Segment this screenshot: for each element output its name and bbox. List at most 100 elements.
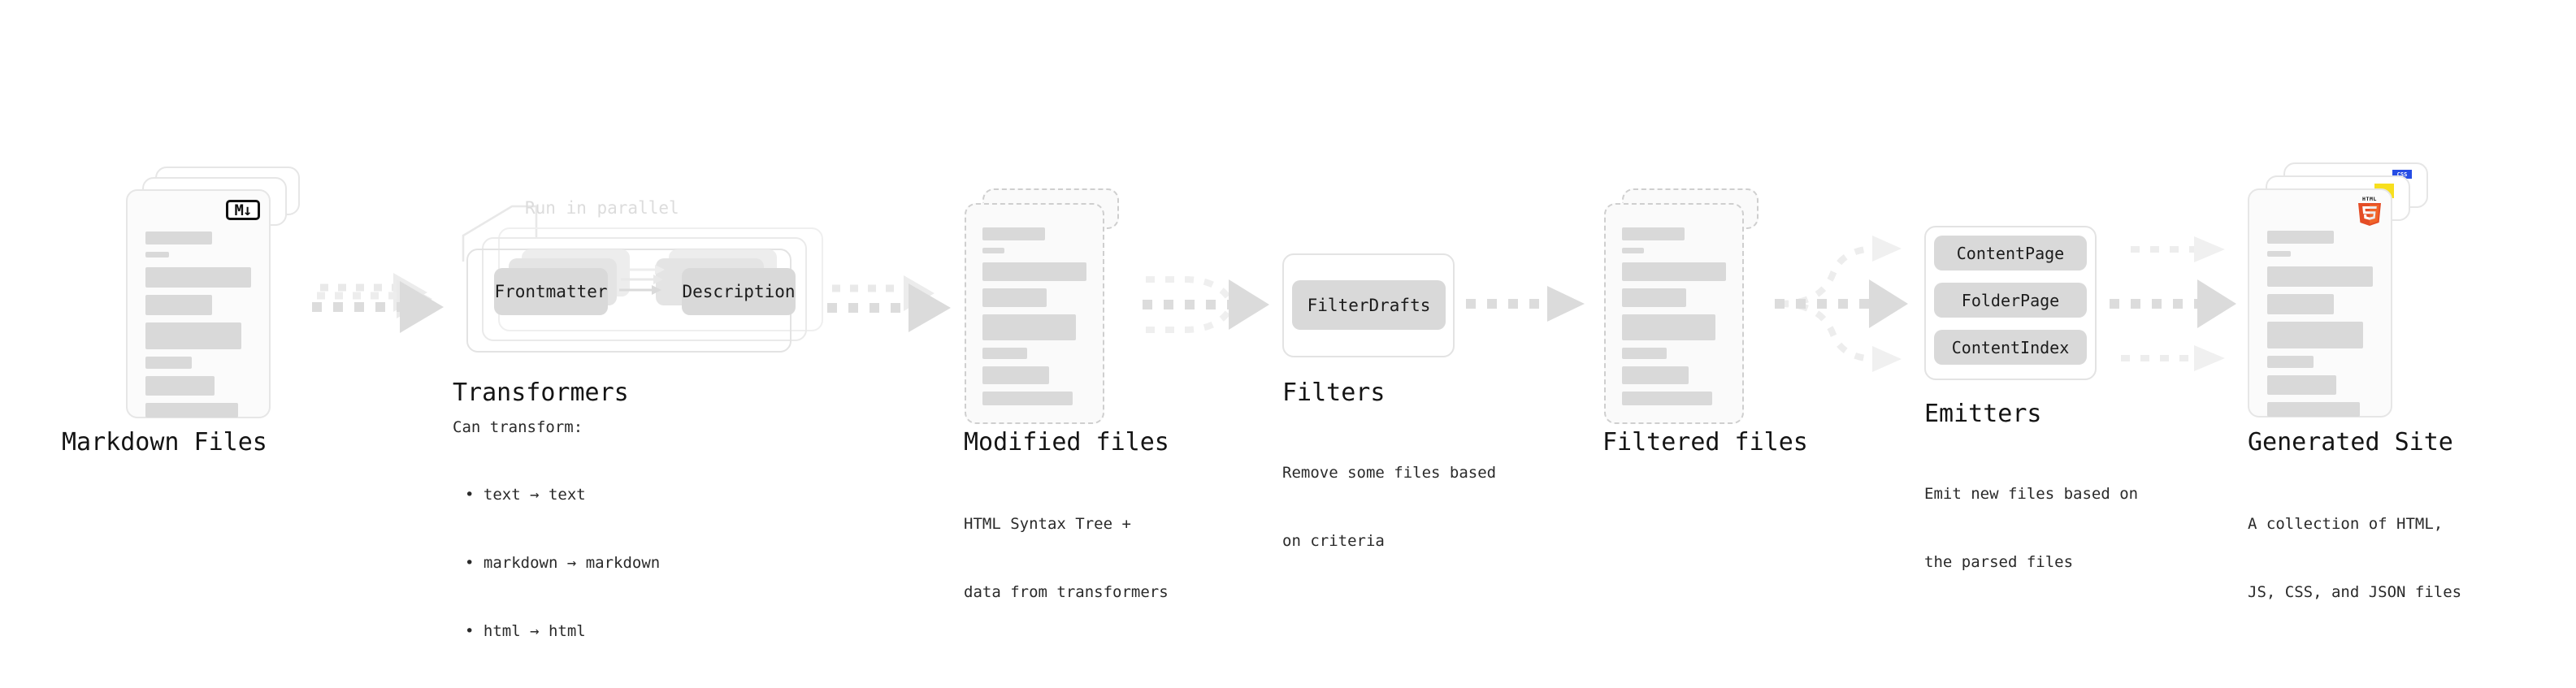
generated-site-sheet-html: HTML [2248,188,2392,418]
skeleton-bar [1622,227,1685,240]
skeleton-bar [145,357,193,369]
skeleton-bar [1622,248,1644,253]
generated-site-subtitle-line-1: JS, CSS, and JSON files [2248,583,2462,601]
emitters-subtitle: Emit new files based on the parsed files [1924,437,2138,619]
filters-subtitle-line-0: Remove some files based [1282,464,1497,482]
emitter-pill-contentpage-label: ContentPage [1956,243,2065,263]
modified-files-subtitle: HTML Syntax Tree + data from transformer… [964,467,1169,649]
skeleton-bar [982,392,1073,405]
markdown-skeleton-bars [145,231,251,425]
markdown-files-title: Markdown Files [62,428,267,457]
arrow-filters-to-filtered [1466,286,1585,322]
skeleton-bar [145,231,212,244]
skeleton-bar [145,267,251,288]
skeleton-bar [2267,375,2336,395]
list-item: • text → text [465,486,586,504]
arrow-markdown-to-transformers [312,273,444,333]
modified-skeleton-bars [982,227,1086,413]
emitter-pill-folderpage[interactable]: FolderPage [1934,283,2087,318]
arrow-filtered-to-emitters [1775,236,1908,372]
modified-files-subtitle-line-1: data from transformers [964,583,1169,601]
skeleton-bar [145,403,239,418]
filtered-files-title: Filtered files [1602,428,1808,457]
skeleton-bar [145,252,169,257]
transformers-group-back1 [482,237,807,341]
transformer-pill-frontmatter[interactable]: Frontmatter [494,268,608,315]
skeleton-bar [982,288,1047,307]
filters-subtitle: Remove some files based on criteria [1282,416,1496,598]
markdown-badge-icon: M↓ [226,200,260,220]
emitter-pill-contentindex[interactable]: ContentIndex [1934,330,2087,365]
skeleton-bar [145,322,242,349]
emitters-subtitle-line-0: Emit new files based on [1924,485,2139,503]
transformer-pill-frontmatter-label: Frontmatter [494,282,608,301]
generated-site-skeleton-bars [2267,231,2373,424]
modified-files-subtitle-line-0: HTML Syntax Tree + [964,515,1131,533]
modified-files-stack [965,188,1143,424]
modified-file-sheet-front [965,203,1104,424]
transformers-subtitle-heading: Can transform: [453,418,583,436]
transformers-title: Transformers [453,379,629,407]
skeleton-bar [2267,231,2334,244]
generated-site-stack: CSS HTML [2248,162,2443,422]
filter-pill-filterdrafts-label: FilterDrafts [1307,295,1431,315]
svg-text:HTML: HTML [2362,196,2377,202]
run-in-parallel-note: Run in parallel [525,198,679,218]
markdown-files-stack: M↓ [126,167,309,418]
emitter-pill-folderpage-label: FolderPage [1961,290,2060,310]
skeleton-bar [1622,392,1713,405]
html5-badge-icon: HTML [2356,195,2383,227]
skeleton-bar [2267,294,2334,314]
skeleton-bar [982,248,1004,253]
filters-subtitle-line-1: on criteria [1282,532,1385,550]
css-badge-icon: CSS [2392,170,2412,179]
modified-files-title: Modified files [964,428,1169,457]
skeleton-bar [2267,251,2291,257]
emitters-subtitle-line-1: the parsed files [1924,553,2074,571]
filtered-files-stack [1604,188,1783,424]
skeleton-bar [982,262,1086,281]
list-item: • markdown → markdown [465,554,661,572]
skeleton-bar [982,366,1049,384]
skeleton-bar [1622,348,1667,359]
skeleton-bar [2267,266,2373,287]
generated-site-subtitle: A collection of HTML, JS, CSS, and JSON … [2248,467,2461,649]
generated-site-subtitle-line-0: A collection of HTML, [2248,515,2444,533]
transformer-pill-description-label: Description [682,282,796,301]
skeleton-bar [982,314,1077,340]
filter-pill-filterdrafts[interactable]: FilterDrafts [1292,280,1446,330]
markdown-badge-label: M [234,201,244,219]
transformers-stack: Frontmatter Description [452,227,842,366]
transformers-bullet-0: text → text [483,486,586,504]
filtered-skeleton-bars [1622,227,1726,413]
generated-site-title: Generated Site [2248,428,2453,457]
transformers-bullet-list: • text → text • markdown → markdown • ht… [465,438,660,688]
css-badge-label: CSS [2396,171,2408,178]
transformer-pill-description[interactable]: Description [682,268,796,315]
emitter-pill-contentpage[interactable]: ContentPage [1934,236,2087,270]
arrow-modified-to-filters [1143,276,1269,333]
skeleton-bar [1622,288,1687,307]
markdown-file-sheet-front: M↓ [126,189,271,418]
skeleton-bar [2267,402,2361,417]
skeleton-bar [2267,356,2314,368]
skeleton-bar [1622,366,1689,384]
transformers-bullet-2: html → html [483,622,586,640]
list-item: • html → html [465,622,586,640]
markdown-badge-arrow-icon: ↓ [243,201,252,219]
filters-title: Filters [1282,379,1386,407]
filtered-file-sheet-front [1604,203,1744,424]
skeleton-bar [1622,314,1716,340]
arrow-emitters-to-site [2110,236,2236,371]
skeleton-bar [145,295,212,315]
skeleton-bar [982,348,1028,359]
emitters-title: Emitters [1924,400,2042,428]
transformer-inner-arrows [619,265,665,295]
run-in-parallel-leader-line [462,205,538,262]
skeleton-bar [1622,262,1726,281]
emitter-pill-contentindex-label: ContentIndex [1951,337,2070,357]
skeleton-bar [145,376,215,396]
transformers-bullet-1: markdown → markdown [483,554,661,572]
arrow-transformers-to-modified [827,275,951,332]
skeleton-bar [982,227,1045,240]
